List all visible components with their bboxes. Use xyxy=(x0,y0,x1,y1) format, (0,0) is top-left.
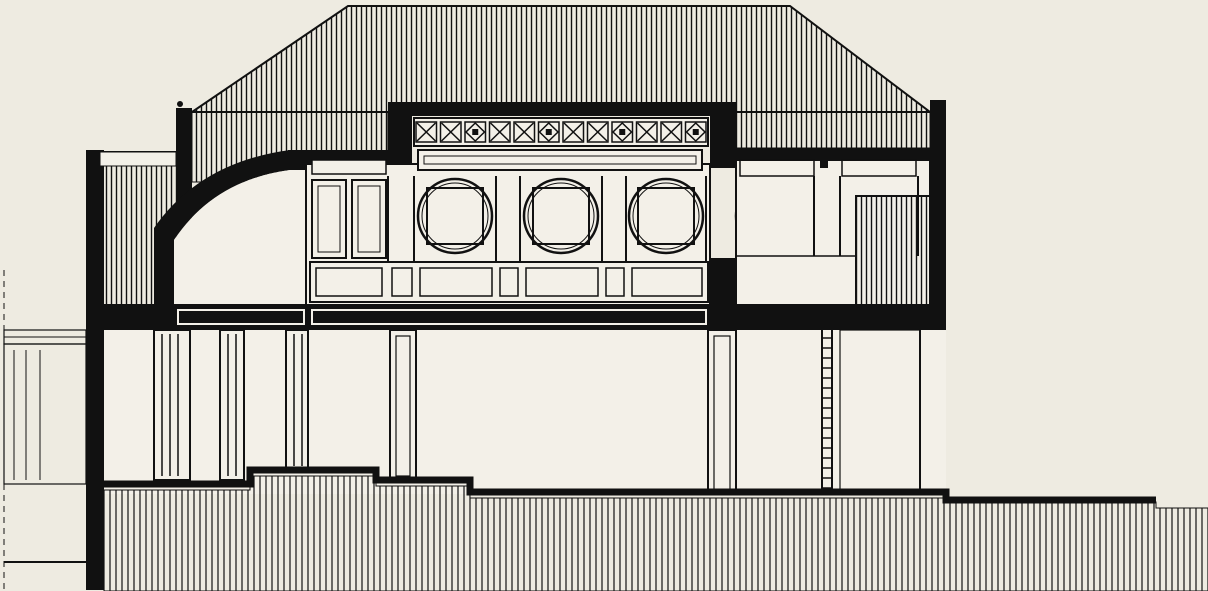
clerestory-lattice xyxy=(413,117,709,147)
left-wing xyxy=(86,108,192,590)
columns xyxy=(153,329,309,481)
lattice-panel xyxy=(537,121,560,143)
lattice-panel xyxy=(488,121,511,143)
lattice-panel xyxy=(635,121,658,143)
entablature xyxy=(104,304,946,330)
ladder xyxy=(821,330,833,494)
ground-floor xyxy=(104,329,946,495)
oculus-window xyxy=(416,177,494,255)
lattice-panel xyxy=(415,121,438,143)
lattice-panel xyxy=(660,121,683,143)
lattice-panel xyxy=(611,121,634,143)
lattice-panel xyxy=(439,121,462,143)
ground-hatching xyxy=(103,466,1208,591)
lattice-panel xyxy=(464,121,487,143)
oculus-window xyxy=(522,177,600,255)
barrel-vault xyxy=(154,150,308,330)
oculus-window xyxy=(627,177,705,255)
lattice-panel xyxy=(562,121,585,143)
lattice-panel xyxy=(513,121,536,143)
left-annex xyxy=(3,270,87,591)
lattice-panel xyxy=(684,121,707,143)
right-wing-upper xyxy=(710,100,946,330)
lattice-panel xyxy=(586,121,609,143)
